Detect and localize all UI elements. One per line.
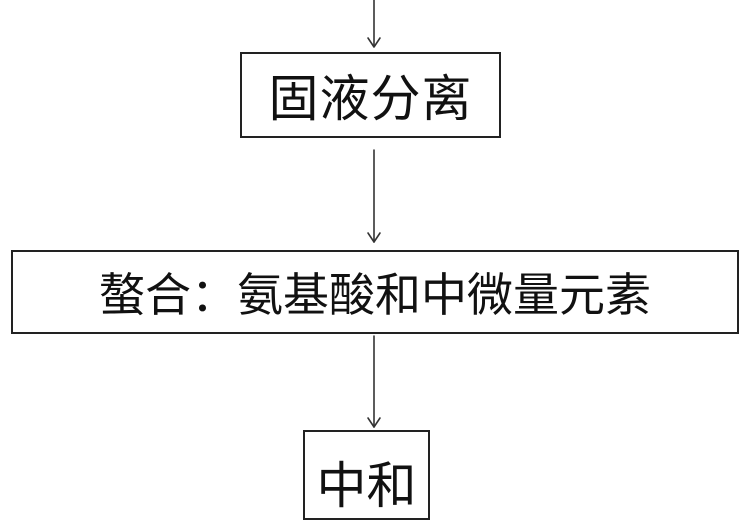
- step-neutralization-box: 中和: [303, 430, 430, 520]
- step-chelation-label: 螯合：氨基酸和中微量元素: [99, 268, 651, 322]
- step-neutralization-label: 中和: [316, 457, 417, 515]
- step-chelation-box: 螯合：氨基酸和中微量元素: [11, 250, 739, 334]
- step-solid-liquid-separation-label: 固液分离: [268, 70, 473, 128]
- step-solid-liquid-separation-box: 固液分离: [240, 52, 501, 138]
- arrow-step-1-to-step-2: [367, 149, 381, 243]
- arrow-step-2-to-step-3: [367, 335, 381, 428]
- arrow-top-to-step-1: [367, 0, 381, 48]
- flow-arrows-layer: [367, 0, 381, 428]
